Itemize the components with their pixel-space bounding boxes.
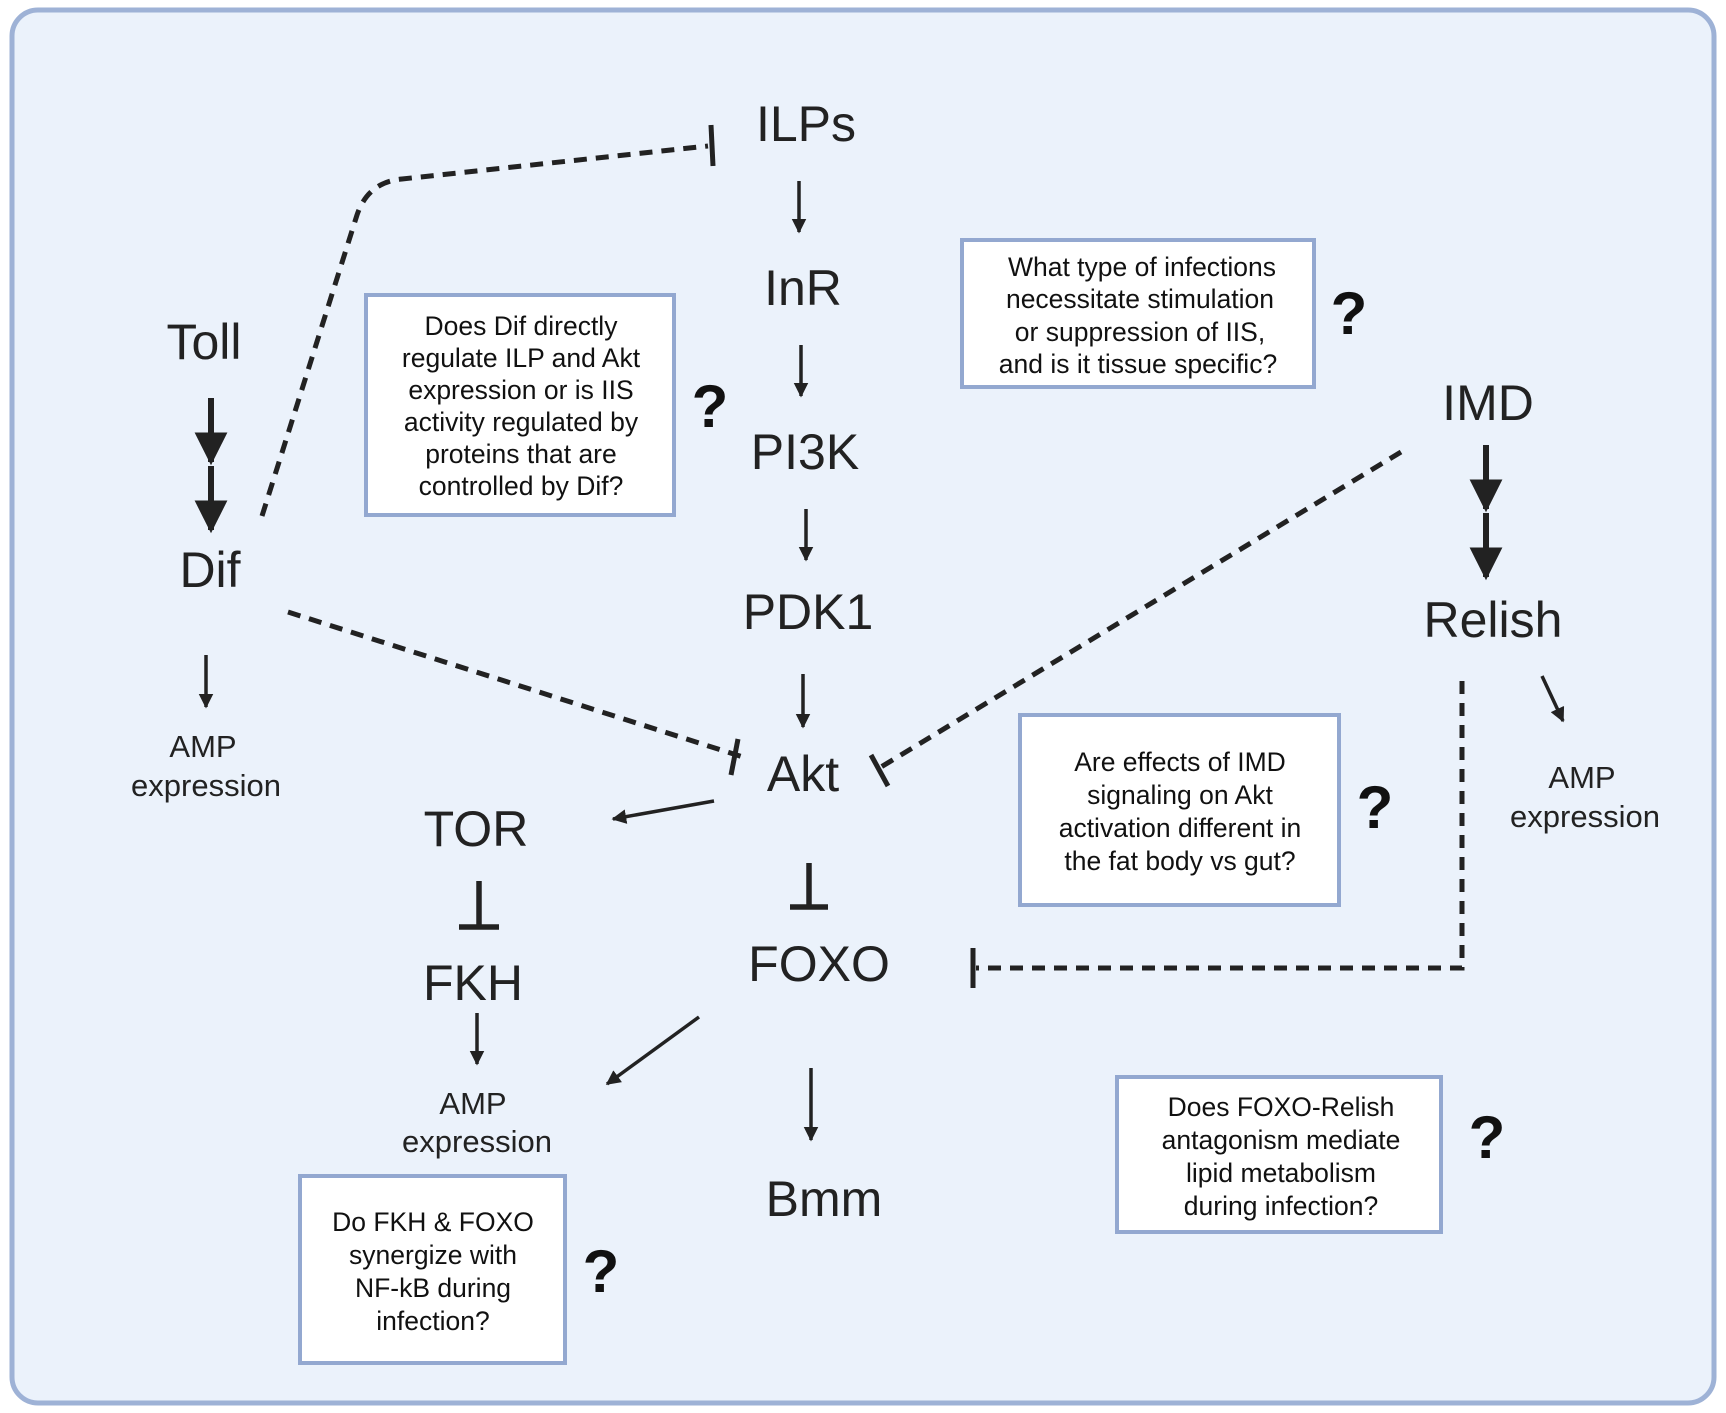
question-line: expression or is IIS bbox=[408, 375, 633, 405]
dashed-dif-akt bbox=[287, 609, 744, 760]
node-tor: TOR bbox=[424, 801, 529, 857]
amp-expression-toll-line1: AMP bbox=[169, 729, 236, 764]
arrow-akt-tor bbox=[611, 799, 715, 824]
question-line: signaling on Akt bbox=[1087, 780, 1273, 810]
node-pi3k: PI3K bbox=[751, 424, 859, 480]
question-line: synergize with bbox=[349, 1240, 517, 1270]
question-line: lipid metabolism bbox=[1186, 1158, 1376, 1188]
question-line: during infection? bbox=[1184, 1191, 1378, 1221]
question-mark-icon: ? bbox=[583, 1238, 620, 1305]
inhibit-akt-foxo bbox=[790, 863, 828, 910]
amp-expression-imd-line2: expression bbox=[1510, 799, 1660, 834]
node-inr: InR bbox=[764, 260, 842, 316]
question-box-fkh-foxo: Do FKH & FOXO synergize with NF-kB durin… bbox=[298, 1174, 567, 1365]
question-box-foxo-relish: Does FOXO-Relish antagonism mediate lipi… bbox=[1115, 1075, 1443, 1234]
node-toll: Toll bbox=[166, 314, 241, 370]
question-mark-icon: ? bbox=[1469, 1104, 1506, 1171]
bar-dif-akt bbox=[728, 738, 741, 776]
node-pdk1: PDK1 bbox=[743, 584, 874, 640]
question-box-imd-akt: Are effects of IMD signaling on Akt acti… bbox=[1018, 713, 1341, 907]
node-bmm: Bmm bbox=[766, 1171, 883, 1227]
question-line: Does Dif directly bbox=[425, 311, 619, 341]
question-mark-icon: ? bbox=[1357, 774, 1394, 841]
node-fkh: FKH bbox=[423, 955, 523, 1011]
inhibit-tor-fkh bbox=[459, 881, 499, 930]
question-line: and is it tissue specific? bbox=[999, 349, 1277, 379]
dashed-imd-akt bbox=[879, 449, 1403, 770]
arrow-relish-amp bbox=[1540, 675, 1565, 723]
question-line: regulate ILP and Akt bbox=[402, 343, 641, 373]
amp-expression-imd-line1: AMP bbox=[1548, 760, 1615, 795]
question-line: antagonism mediate bbox=[1162, 1125, 1401, 1155]
question-line: proteins that are bbox=[425, 439, 617, 469]
question-line: the fat body vs gut? bbox=[1064, 846, 1295, 876]
node-foxo: FOXO bbox=[748, 936, 890, 992]
question-line: Do FKH & FOXO bbox=[332, 1207, 534, 1237]
node-akt: Akt bbox=[767, 746, 839, 802]
node-dif: Dif bbox=[179, 542, 240, 598]
question-line: controlled by Dif? bbox=[419, 471, 624, 501]
dashed-dif-ilps bbox=[259, 143, 709, 517]
question-line: or suppression of IIS, bbox=[1015, 317, 1265, 347]
dashed-relish-foxo bbox=[976, 681, 1465, 971]
question-box-infection-type: What type of infections necessitate stim… bbox=[960, 238, 1316, 389]
question-line: What type of infections bbox=[1008, 252, 1276, 282]
question-mark-icon: ? bbox=[1331, 280, 1368, 347]
amp-expression-central-line1: AMP bbox=[439, 1086, 506, 1121]
question-mark-icon: ? bbox=[692, 373, 729, 440]
amp-expression-toll-line2: expression bbox=[131, 768, 281, 803]
question-line: infection? bbox=[376, 1306, 489, 1336]
question-line: necessitate stimulation bbox=[1006, 284, 1274, 314]
bar-imd-akt bbox=[868, 753, 891, 788]
amp-expression-central-line2: expression bbox=[402, 1124, 552, 1159]
node-imd: IMD bbox=[1442, 375, 1534, 431]
node-ilps: ILPs bbox=[756, 96, 856, 152]
node-relish: Relish bbox=[1424, 592, 1563, 648]
question-line: activity regulated by bbox=[404, 407, 639, 437]
bar-dif-ilps bbox=[708, 124, 716, 167]
question-box-dif-regulation: Does Dif directly regulate ILP and Akt e… bbox=[364, 293, 676, 517]
arrow-foxo-amp bbox=[605, 1015, 701, 1086]
question-line: Does FOXO-Relish bbox=[1168, 1092, 1395, 1122]
question-line: NF-kB during bbox=[355, 1273, 511, 1303]
question-line: Are effects of IMD bbox=[1074, 747, 1286, 777]
question-line: activation different in bbox=[1059, 813, 1302, 843]
